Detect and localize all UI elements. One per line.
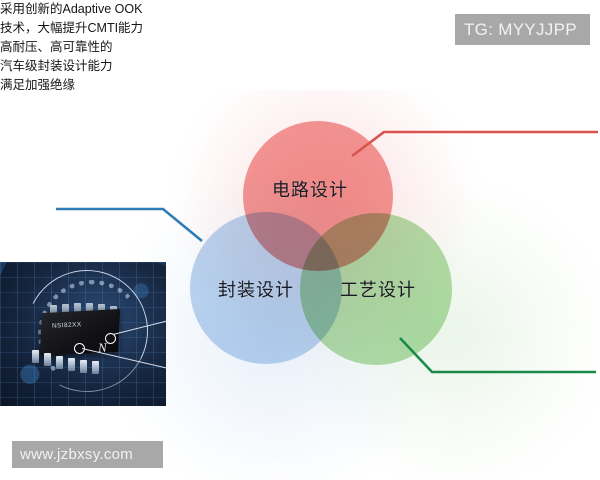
- chip-pin-bottom: [32, 350, 39, 363]
- venn-label-circuit-design: 电路设计: [272, 180, 348, 200]
- callout-top-right-line1: 采用创新的Adaptive OOK: [0, 2, 143, 16]
- callout-left-line1: 高耐压、高可靠性的: [0, 40, 113, 54]
- chip-pin-bottom: [44, 353, 51, 366]
- chip-pin-top: [98, 304, 105, 313]
- callout-line-top-right: [351, 130, 598, 158]
- chip-pin-bottom: [80, 360, 87, 373]
- chip-pin-bottom: [68, 358, 75, 371]
- chip-pin-top: [74, 303, 81, 312]
- chip-pin-bottom: [56, 356, 63, 369]
- callout-bottom-right-line1: 满足加强绝缘: [0, 78, 76, 92]
- chip-pin-top: [62, 304, 69, 313]
- callout-top-right: 采用创新的Adaptive OOK 技术，大幅提升CMTI能力: [0, 0, 600, 38]
- telegram-handle-badge: TG: MYYJJPP: [455, 14, 590, 45]
- chip-callout-dot: [105, 333, 116, 344]
- callout-top-right-line2: 技术，大幅提升CMTI能力: [0, 21, 144, 35]
- chip-pin-bottom: [92, 361, 99, 374]
- callout-left: 高耐压、高可靠性的 汽车级封装设计能力: [0, 38, 600, 76]
- chip-pin-top: [86, 303, 93, 312]
- chip-pin-top: [50, 305, 57, 314]
- chip-product-photo: NSI82XX N: [0, 262, 166, 406]
- venn-label-package-design: 封装设计: [218, 280, 294, 300]
- website-watermark-badge: www.jzbxsy.com: [12, 441, 163, 468]
- callout-bottom-right: 满足加强绝缘: [0, 76, 600, 95]
- callout-line-left: [56, 207, 203, 243]
- venn-label-process-design: 工艺设计: [340, 280, 416, 300]
- callout-left-line2: 汽车级封装设计能力: [0, 59, 113, 73]
